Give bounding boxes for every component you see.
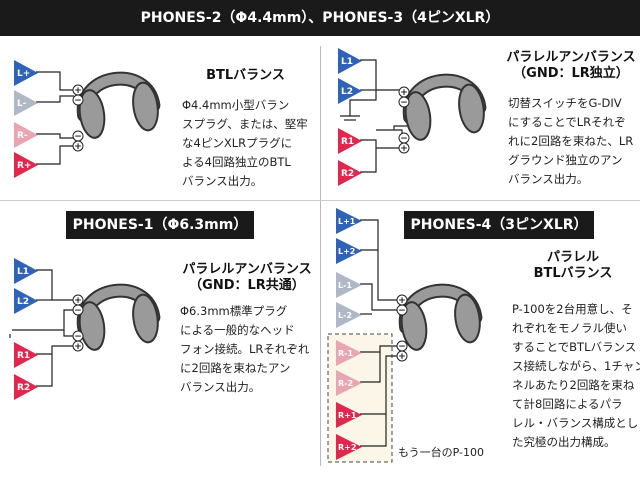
minus-terminal xyxy=(72,94,84,106)
label-l-plus-2: L+2 xyxy=(338,247,355,256)
p2-description: Φ4.4mm小型バラン スプラグ、または、堅牢 な4ピンXLRプラグに よる4回… xyxy=(182,98,308,188)
p3-channel-flags xyxy=(338,48,362,186)
phones-1-badge: PHONES-1（Φ6.3mm） xyxy=(66,211,254,239)
header-title: PHONES-2（Φ4.4mm）、PHONES-3（4ピンXLR） xyxy=(0,0,640,36)
svg-text:−: − xyxy=(74,332,82,342)
svg-text:+: + xyxy=(398,352,406,362)
p4-diagram: +−−+ L+1 L+2 L-1 L-2 R-1 R-2 R+1 R+2 xyxy=(327,208,483,463)
p2-diagram: +−−+ L+ L- R- R+ xyxy=(14,60,161,178)
p1-channel-flags xyxy=(14,258,38,400)
p2-wires xyxy=(36,71,74,165)
p2-terminals xyxy=(72,84,84,152)
svg-text:+: + xyxy=(74,86,82,96)
p2-channel-flags xyxy=(14,60,38,178)
svg-text:−: − xyxy=(74,306,82,316)
p4-wires xyxy=(360,219,400,447)
p2-title: BTLバランス xyxy=(206,68,285,83)
column-divider xyxy=(320,46,321,466)
label-l-plus: L+ xyxy=(17,69,30,79)
p1-description: Φ6.3mm標準プラグ による一般的なヘッド フォン接続。LRそれぞれ に2回路… xyxy=(180,304,310,394)
svg-text:+: + xyxy=(74,342,82,352)
phones-4-badge: PHONES-4（3ピンXLR） xyxy=(404,211,594,239)
p4-description: P-100を2台用意し、そ れぞれをモノラル使い することでBTLバランス ス接… xyxy=(512,302,640,449)
svg-text:−: − xyxy=(400,98,408,108)
svg-text:−: − xyxy=(398,342,406,352)
svg-text:+: + xyxy=(398,296,406,306)
label-r-plus-1: R+1 xyxy=(338,411,357,420)
plus-terminal xyxy=(72,140,84,152)
p3-title-line1: パラレルアンバランス xyxy=(506,50,636,65)
label-l1: L1 xyxy=(17,267,29,277)
svg-text:−: − xyxy=(74,96,82,106)
svg-text:+: + xyxy=(400,88,408,98)
flag-r1 xyxy=(14,342,38,368)
p2-headphone-icon xyxy=(76,74,161,140)
svg-text:−: − xyxy=(398,306,406,316)
flag-l-plus-1 xyxy=(336,208,362,234)
label-l-minus-2: L-2 xyxy=(338,311,352,320)
p3-title-line2: （GND：LR独立） xyxy=(513,66,629,81)
p4-title-line2: BTLバランス xyxy=(533,266,613,281)
p1-wires xyxy=(9,269,74,387)
flag-l2 xyxy=(14,288,38,314)
flag-r2 xyxy=(14,374,38,400)
flag-r-plus xyxy=(14,152,38,178)
flag-r2 xyxy=(338,160,362,186)
label-l2: L2 xyxy=(17,297,29,307)
flag-r-plus-2 xyxy=(336,434,362,460)
svg-text:+: + xyxy=(400,144,408,154)
svg-text:+: + xyxy=(74,142,82,152)
svg-text:−: − xyxy=(74,132,82,142)
p1-terminals xyxy=(72,294,84,352)
flag-r-minus-1 xyxy=(336,340,362,366)
row-divider xyxy=(0,200,640,201)
flag-l2 xyxy=(338,78,362,104)
flag-l-minus-2 xyxy=(336,302,362,328)
svg-text:−: − xyxy=(400,134,408,144)
p1-title-line2: （GND：LR共通） xyxy=(189,278,305,293)
p3-terminals xyxy=(398,86,410,154)
p1-headphone-icon xyxy=(76,286,161,352)
label-r-minus: R- xyxy=(17,131,28,141)
p4-channel-flags xyxy=(336,208,362,460)
flag-l-plus xyxy=(14,60,38,86)
flag-l-plus-2 xyxy=(336,238,362,264)
label-l1: L1 xyxy=(341,57,353,67)
label-r-minus-2: R-2 xyxy=(338,379,353,388)
p4-headphone-icon xyxy=(398,286,483,352)
flag-r-minus-2 xyxy=(336,370,362,396)
p4-terminals xyxy=(396,294,408,362)
label-r2: R2 xyxy=(341,169,354,179)
flag-l1 xyxy=(338,48,362,74)
label-r1: R1 xyxy=(17,351,30,361)
p3-headphone-icon xyxy=(402,76,487,142)
p1-title-line1: パラレルアンバランス xyxy=(182,262,312,277)
flag-l-minus-1 xyxy=(336,272,362,298)
p3-description: 切替スイッチをG-DIV にすることでLRそれぞ れに2回路を束ねた、LR グラ… xyxy=(508,96,634,186)
p4-note: もう一台のP-100 xyxy=(398,446,485,459)
label-l2: L2 xyxy=(341,87,353,97)
p1-diagram: +−−+ L1 L2 R1 R2 xyxy=(9,258,161,400)
flag-l1 xyxy=(14,258,38,284)
label-r-plus: R+ xyxy=(17,161,31,171)
label-l-minus-1: L-1 xyxy=(338,281,352,290)
flag-l-minus xyxy=(14,90,38,116)
label-r1: R1 xyxy=(341,137,354,147)
label-l-plus-1: L+1 xyxy=(338,217,356,226)
p3-wires xyxy=(340,59,420,173)
svg-text:+: + xyxy=(74,296,82,306)
p3-diagram: +−−+ L1 L2 R1 R2 xyxy=(338,48,487,186)
label-r2: R2 xyxy=(17,383,30,393)
label-l-minus: L- xyxy=(17,99,27,109)
flag-r-minus xyxy=(14,122,38,148)
label-r-plus-2: R+2 xyxy=(338,443,356,452)
label-r-minus-1: R-1 xyxy=(338,349,353,358)
p4-title-line1: パラレル xyxy=(546,250,599,265)
flag-r-plus-1 xyxy=(336,402,362,428)
flag-r1 xyxy=(338,128,362,154)
